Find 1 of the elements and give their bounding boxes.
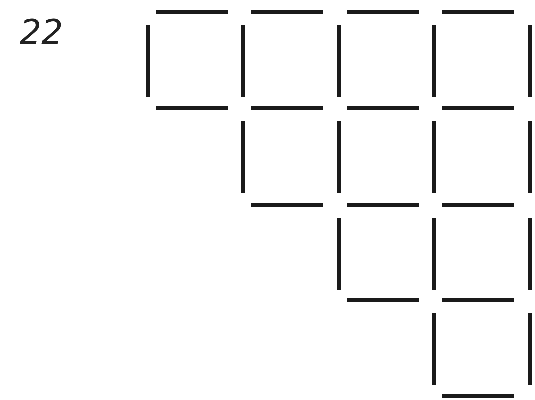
puzzle-number: 22 — [20, 14, 64, 52]
